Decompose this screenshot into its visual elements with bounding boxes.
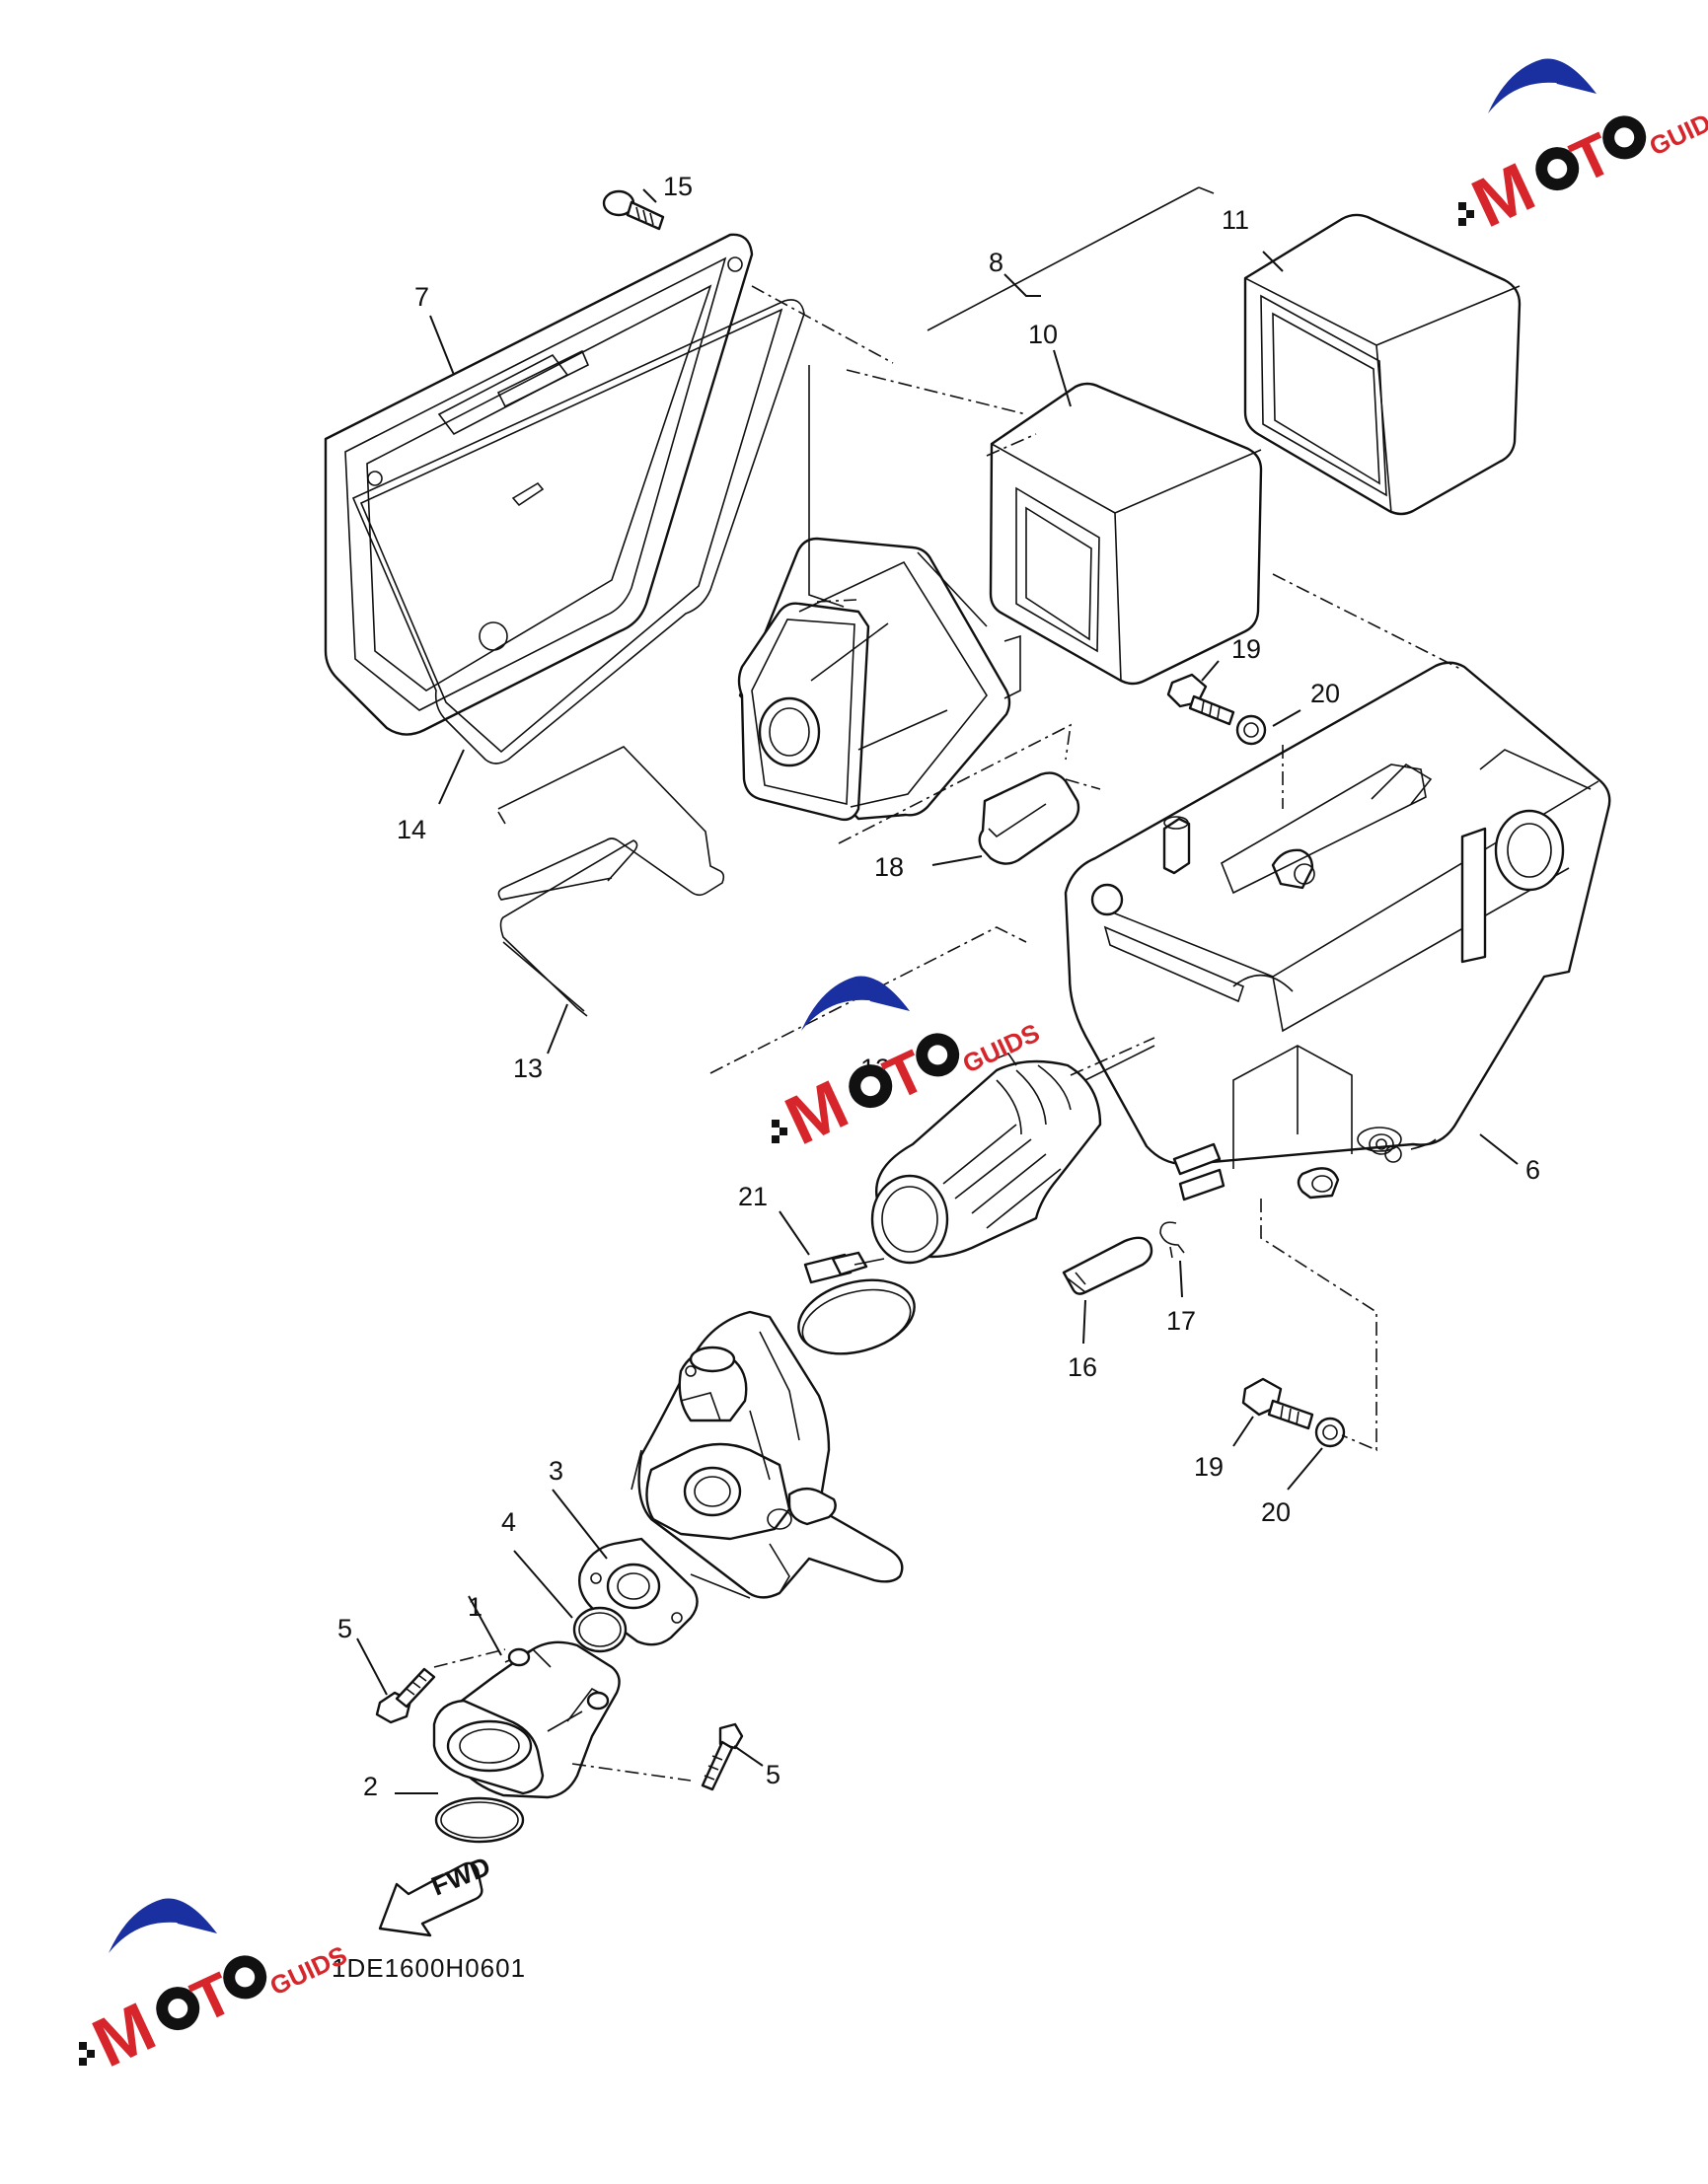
assembly-lines [433, 186, 1461, 1782]
callout-13: 13 [513, 1054, 543, 1083]
wire-part [497, 746, 725, 1017]
callout-20-lower: 20 [1261, 1497, 1291, 1527]
callout-6: 6 [1525, 1155, 1540, 1185]
gasket-part [351, 299, 805, 764]
callout-2: 2 [363, 1772, 378, 1801]
bolt-5-left-part [375, 1667, 436, 1724]
diagram-code: 1DE1600H0601 [332, 1953, 526, 1983]
manifold-1-part [432, 1640, 621, 1799]
callout-21: 21 [738, 1182, 768, 1211]
watermark-logo-top-right [1458, 58, 1708, 243]
callout-14: 14 [397, 815, 426, 844]
block-18-part [978, 771, 1080, 865]
callout-5-left: 5 [337, 1614, 352, 1643]
bolt-19-upper-part [1166, 673, 1235, 726]
callout-11: 11 [1222, 205, 1249, 235]
callout-16: 16 [1068, 1352, 1097, 1382]
leader-lines [356, 188, 1519, 1794]
callout-19-upper: 19 [1231, 634, 1261, 664]
callout-1: 1 [468, 1592, 483, 1622]
air-element-part [737, 537, 1021, 822]
callout-19-lower: 19 [1194, 1452, 1224, 1482]
callout-15: 15 [663, 172, 693, 201]
outer-foam-part [1243, 213, 1522, 516]
bolt-5-right-part [701, 1722, 744, 1791]
bolt-19-lower-part [1241, 1377, 1314, 1430]
drain-hose-part [1062, 1236, 1153, 1295]
screw-15-part [602, 189, 665, 231]
air-box-case-part [1064, 661, 1611, 1201]
inner-foam-part [989, 382, 1263, 686]
fwd-arrow-icon: FWD [378, 1852, 494, 1937]
carburetor-part [631, 1310, 904, 1599]
callout-labels: 1 2 3 4 5 5 6 7 8 10 11 12 13 14 15 16 1… [337, 172, 1540, 1801]
callout-17: 17 [1166, 1306, 1196, 1336]
callout-18: 18 [874, 852, 904, 882]
callout-3: 3 [549, 1456, 563, 1486]
o-ring-4-part [572, 1606, 628, 1653]
clamp-21-part [797, 1251, 916, 1355]
callout-5-right: 5 [766, 1760, 780, 1789]
watermark-logo-bottom-left [79, 1898, 353, 2082]
callout-10: 10 [1028, 320, 1058, 349]
callout-20-upper: 20 [1310, 679, 1340, 708]
washer-20-upper-part [1235, 714, 1267, 746]
callout-4: 4 [501, 1507, 516, 1537]
callout-8: 8 [989, 248, 1003, 277]
washer-20-lower-part [1314, 1417, 1346, 1448]
o-ring-2-part [434, 1796, 525, 1844]
clip-17-part [1159, 1221, 1185, 1259]
air-box-cover-part [324, 233, 754, 736]
callout-7: 7 [414, 282, 429, 312]
